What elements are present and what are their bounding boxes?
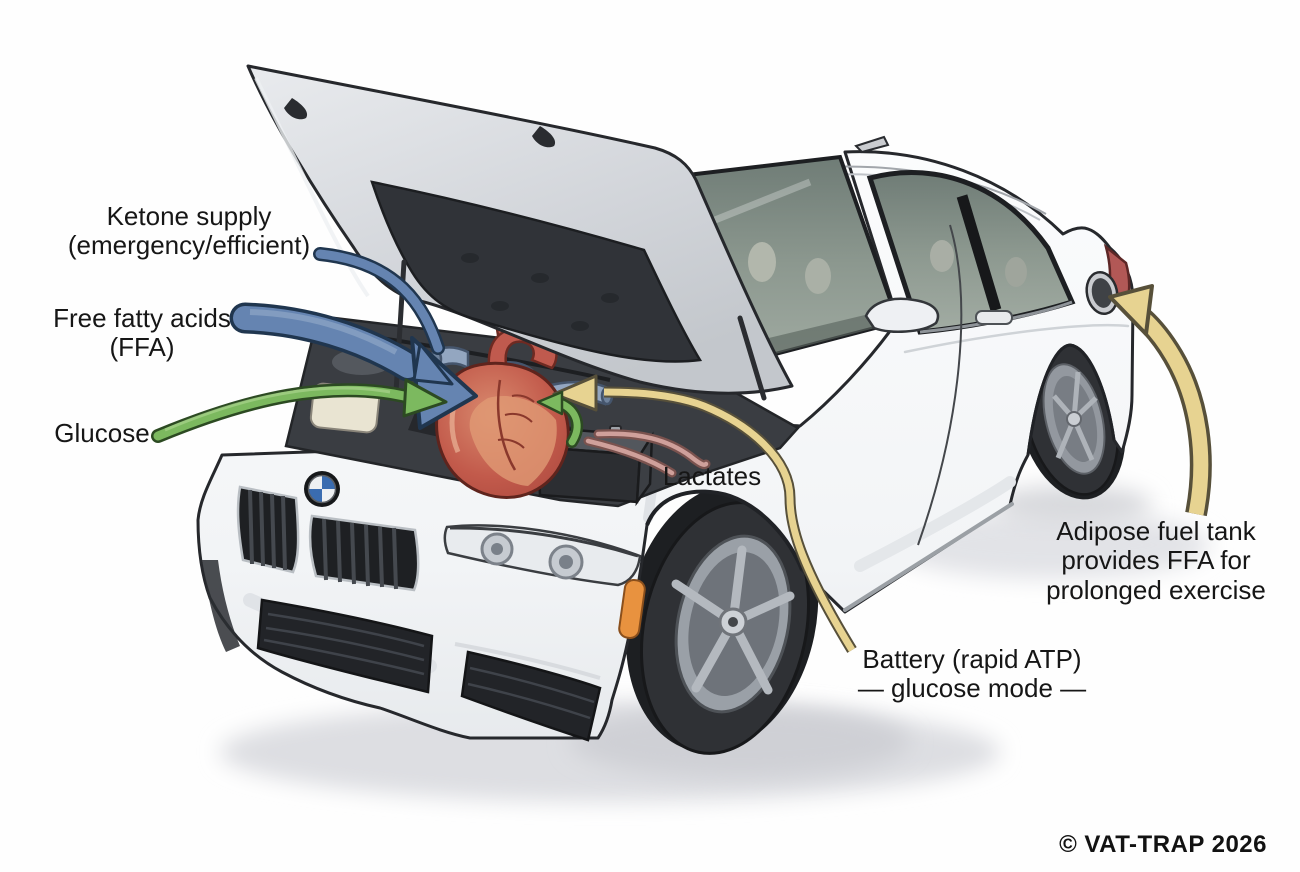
coronary-vessels [496,379,535,471]
lactate-tubes [583,429,711,478]
intake-chrome-blade [454,642,601,680]
ffa-arrow-shaft [233,306,420,378]
front-wheel [625,483,819,755]
bumper-edge-vent [202,560,240,652]
lower-intake-center [256,598,434,694]
front-fascia [202,471,646,742]
hood-edge-highlight [254,77,370,298]
ketone-arrow-shaft [315,249,443,353]
hood-hinge-arm [737,315,767,401]
seat-headrest-2 [805,258,831,294]
glucose-arrow [151,378,448,443]
ffa-arrow-highlight [249,309,398,355]
antenna-fin [854,135,890,154]
rear-hub [1066,411,1082,427]
ketone-arrow [313,247,454,386]
side-marker-reflector [618,579,646,639]
lactate-tube-1 [595,431,709,467]
seat-headrest-4 [1005,257,1027,287]
ketone-arrowhead [412,342,454,386]
label-lactates: Lactates [662,461,762,491]
hood-latch-1 [284,98,308,120]
hood-latch-2 [532,126,556,148]
label-ketone-supply: Ketone supply (emergency/efficient) [67,201,311,261]
battery-glucose-leader-arrow [552,374,857,653]
adipose-arrowhead [1108,284,1154,336]
battery-to-heart-arrow [536,390,584,448]
rear-wheel [1016,330,1126,500]
lactate-tube-2 [585,438,675,476]
battery-side [635,431,654,507]
liner-dimples [461,253,619,331]
grille-slats-right [322,518,398,590]
door-handle [975,310,1013,325]
hood-liner-pad [370,180,703,363]
headlight-bulb-1 [491,543,503,555]
glucose-arrow-highlight [164,386,391,432]
headlight-brow [449,526,639,558]
side-mirror [864,297,940,333]
label-battery-glucose: Battery (rapid ATP) — glucose mode — [857,644,1087,704]
door-seam [917,224,963,546]
small-green-arrowhead [536,390,564,416]
open-hood [246,64,794,401]
glucose-arrowhead [402,378,448,418]
fuel-filler-cap [1091,278,1113,308]
adipose-arrow-shaft [1137,312,1209,516]
intake-mesh-center [263,612,425,676]
tan-leader [603,388,855,652]
rear-arch-lip [1026,343,1116,456]
seat-headrest-1 [748,242,776,282]
headlight-bulb-2 [559,555,573,569]
kidney-grille-left [236,485,300,574]
copyright-notice: © VAT-TRAP 2026 [1059,831,1267,858]
small-green-arrow [556,399,581,446]
bmw-roundel-logo [304,471,340,507]
shadow-rear-wheel [992,485,1152,525]
b-pillar [956,194,1002,312]
label-glucose: Glucose [54,418,150,448]
label-free-fatty-acids: Free fatty acids (FFA) [53,303,231,363]
glucose-arrow-shaft [153,385,409,441]
front-arch-lip [645,489,804,571]
front-hub-cap [728,617,738,627]
grille-slats-left [248,489,287,571]
greenhouse [659,135,1076,546]
tan-leader-arrowhead [552,374,598,412]
adipose-arrow [1108,284,1212,517]
seat-headrest-3 [930,240,954,272]
label-adipose-fuel-tank: Adipose fuel tank provides FFA for prolo… [1046,516,1266,605]
intake-mesh-right [467,666,595,720]
